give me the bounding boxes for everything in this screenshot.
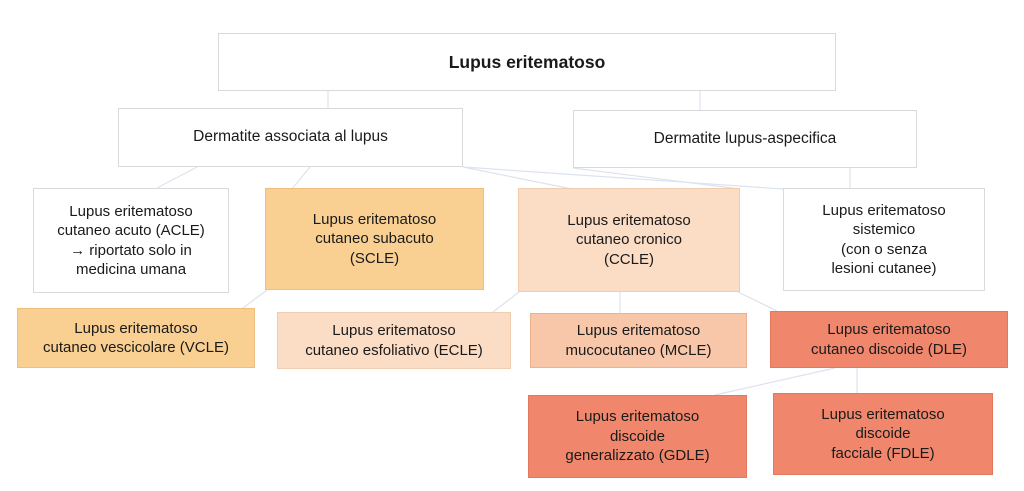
edge-associata-ccle — [462, 166, 573, 190]
node-mcle: Lupus eritematoso mucocutaneo (MCLE) — [530, 313, 747, 368]
edge-dle-gdle — [714, 367, 836, 396]
edge-associata-acle — [156, 166, 198, 189]
node-dermatite-aspecifica: Dermatite lupus-aspecifica — [573, 110, 917, 168]
edge-aspecifica-ccle — [572, 167, 741, 190]
edge-associata-sistemico — [462, 166, 784, 190]
node-dermatite-associata: Dermatite associata al lupus — [118, 108, 463, 167]
node-sistemico: Lupus eritematoso sistemico (con o senza… — [783, 188, 985, 291]
edge-scle-vcle — [242, 289, 268, 309]
node-dle: Lupus eritematoso cutaneo discoide (DLE) — [770, 311, 1008, 368]
node-fdle: Lupus eritematoso discoide facciale (FDL… — [773, 393, 993, 475]
edge-ccle-ecle — [492, 291, 520, 313]
node-ccle: Lupus eritematoso cutaneo cronico (CCLE) — [518, 188, 740, 292]
edge-ccle-dle — [737, 291, 778, 312]
node-scle: Lupus eritematoso cutaneo subacuto (SCLE… — [265, 188, 484, 290]
node-ecle: Lupus eritematoso cutaneo esfoliativo (E… — [277, 312, 511, 369]
node-gdle: Lupus eritematoso discoide generalizzato… — [528, 395, 747, 478]
edge-associata-scle — [291, 166, 311, 190]
node-acle: Lupus eritematoso cutaneo acuto (ACLE) →… — [33, 188, 229, 293]
node-vcle: Lupus eritematoso cutaneo vescicolare (V… — [17, 308, 255, 368]
node-lupus-eritematoso: Lupus eritematoso — [218, 33, 836, 91]
